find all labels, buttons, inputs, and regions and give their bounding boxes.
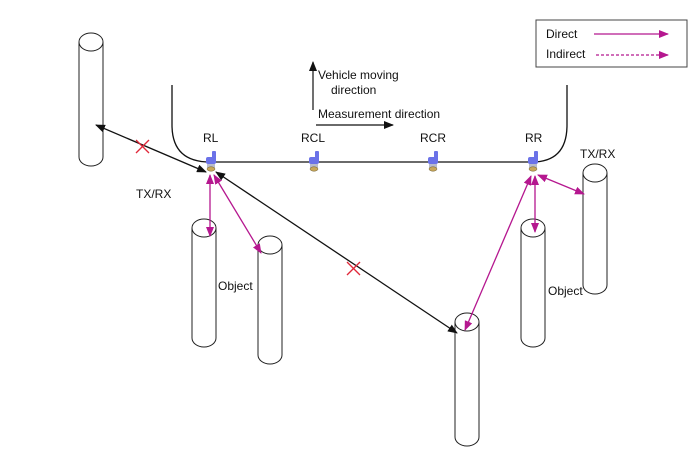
sensor-rcl-icon: [309, 151, 319, 172]
cylinder-body: [191, 228, 217, 348]
vehicle-direction-label-1: Vehicle moving: [318, 68, 399, 82]
pole-far-left: [78, 32, 104, 167]
pole-far-right: [582, 163, 608, 295]
cylinder-body: [78, 42, 104, 167]
legend-indirect-label: Indirect: [546, 47, 586, 61]
object-label-left: Object: [218, 279, 253, 293]
txrx-label-left: TX/RX: [136, 187, 171, 201]
legend-direct-label: Direct: [546, 27, 578, 41]
sensor-label-rr: RR: [525, 131, 543, 145]
object-label-right: Object: [548, 284, 583, 298]
legend: Direct Indirect: [535, 19, 688, 68]
legend-box: [535, 19, 688, 68]
sensor-rl-icon: [206, 151, 216, 172]
pole-center: [454, 312, 480, 447]
object-pole-left-2: [257, 235, 283, 365]
vehicle-direction-label-2: direction: [331, 83, 376, 97]
object-pole-right: [520, 218, 546, 348]
txrx-label-right: TX/RX: [580, 147, 615, 161]
cylinder-top: [257, 235, 283, 255]
blocked-path-rl-left-pole: [95, 124, 207, 173]
cylinder-top: [582, 163, 608, 183]
direct-path-rl-object2: [213, 174, 262, 254]
cylinder-body: [582, 173, 608, 295]
signal-paths: [95, 124, 585, 334]
cylinder-top: [454, 312, 480, 332]
measurement-direction-label: Measurement direction: [318, 107, 440, 121]
sensor-label-rcr: RCR: [420, 131, 446, 145]
blocked-markers: [135, 139, 361, 276]
blocked-cross-icon: [346, 261, 361, 276]
direct-path-rr-right-pole: [537, 174, 585, 195]
cylinder-top: [191, 218, 217, 238]
cylinder-top: [520, 218, 546, 238]
cylinder-body: [454, 322, 480, 447]
direction-indicators: Vehicle moving direction Measurement dir…: [309, 61, 440, 129]
sensor-label-rcl: RCL: [301, 131, 325, 145]
sensor-rcr-icon: [428, 151, 438, 172]
direct-path-rr-center-pole: [464, 175, 532, 331]
sensor-label-rl: RL: [203, 131, 219, 145]
cylinder-body: [520, 228, 546, 348]
object-pole-left-1: [191, 218, 217, 348]
cylinder-body: [257, 245, 283, 365]
cylinder-top: [78, 32, 104, 52]
blocked-path-rl-center-pole: [215, 171, 458, 334]
sensor-rr-icon: [528, 151, 538, 172]
blocked-cross-icon: [135, 139, 150, 154]
